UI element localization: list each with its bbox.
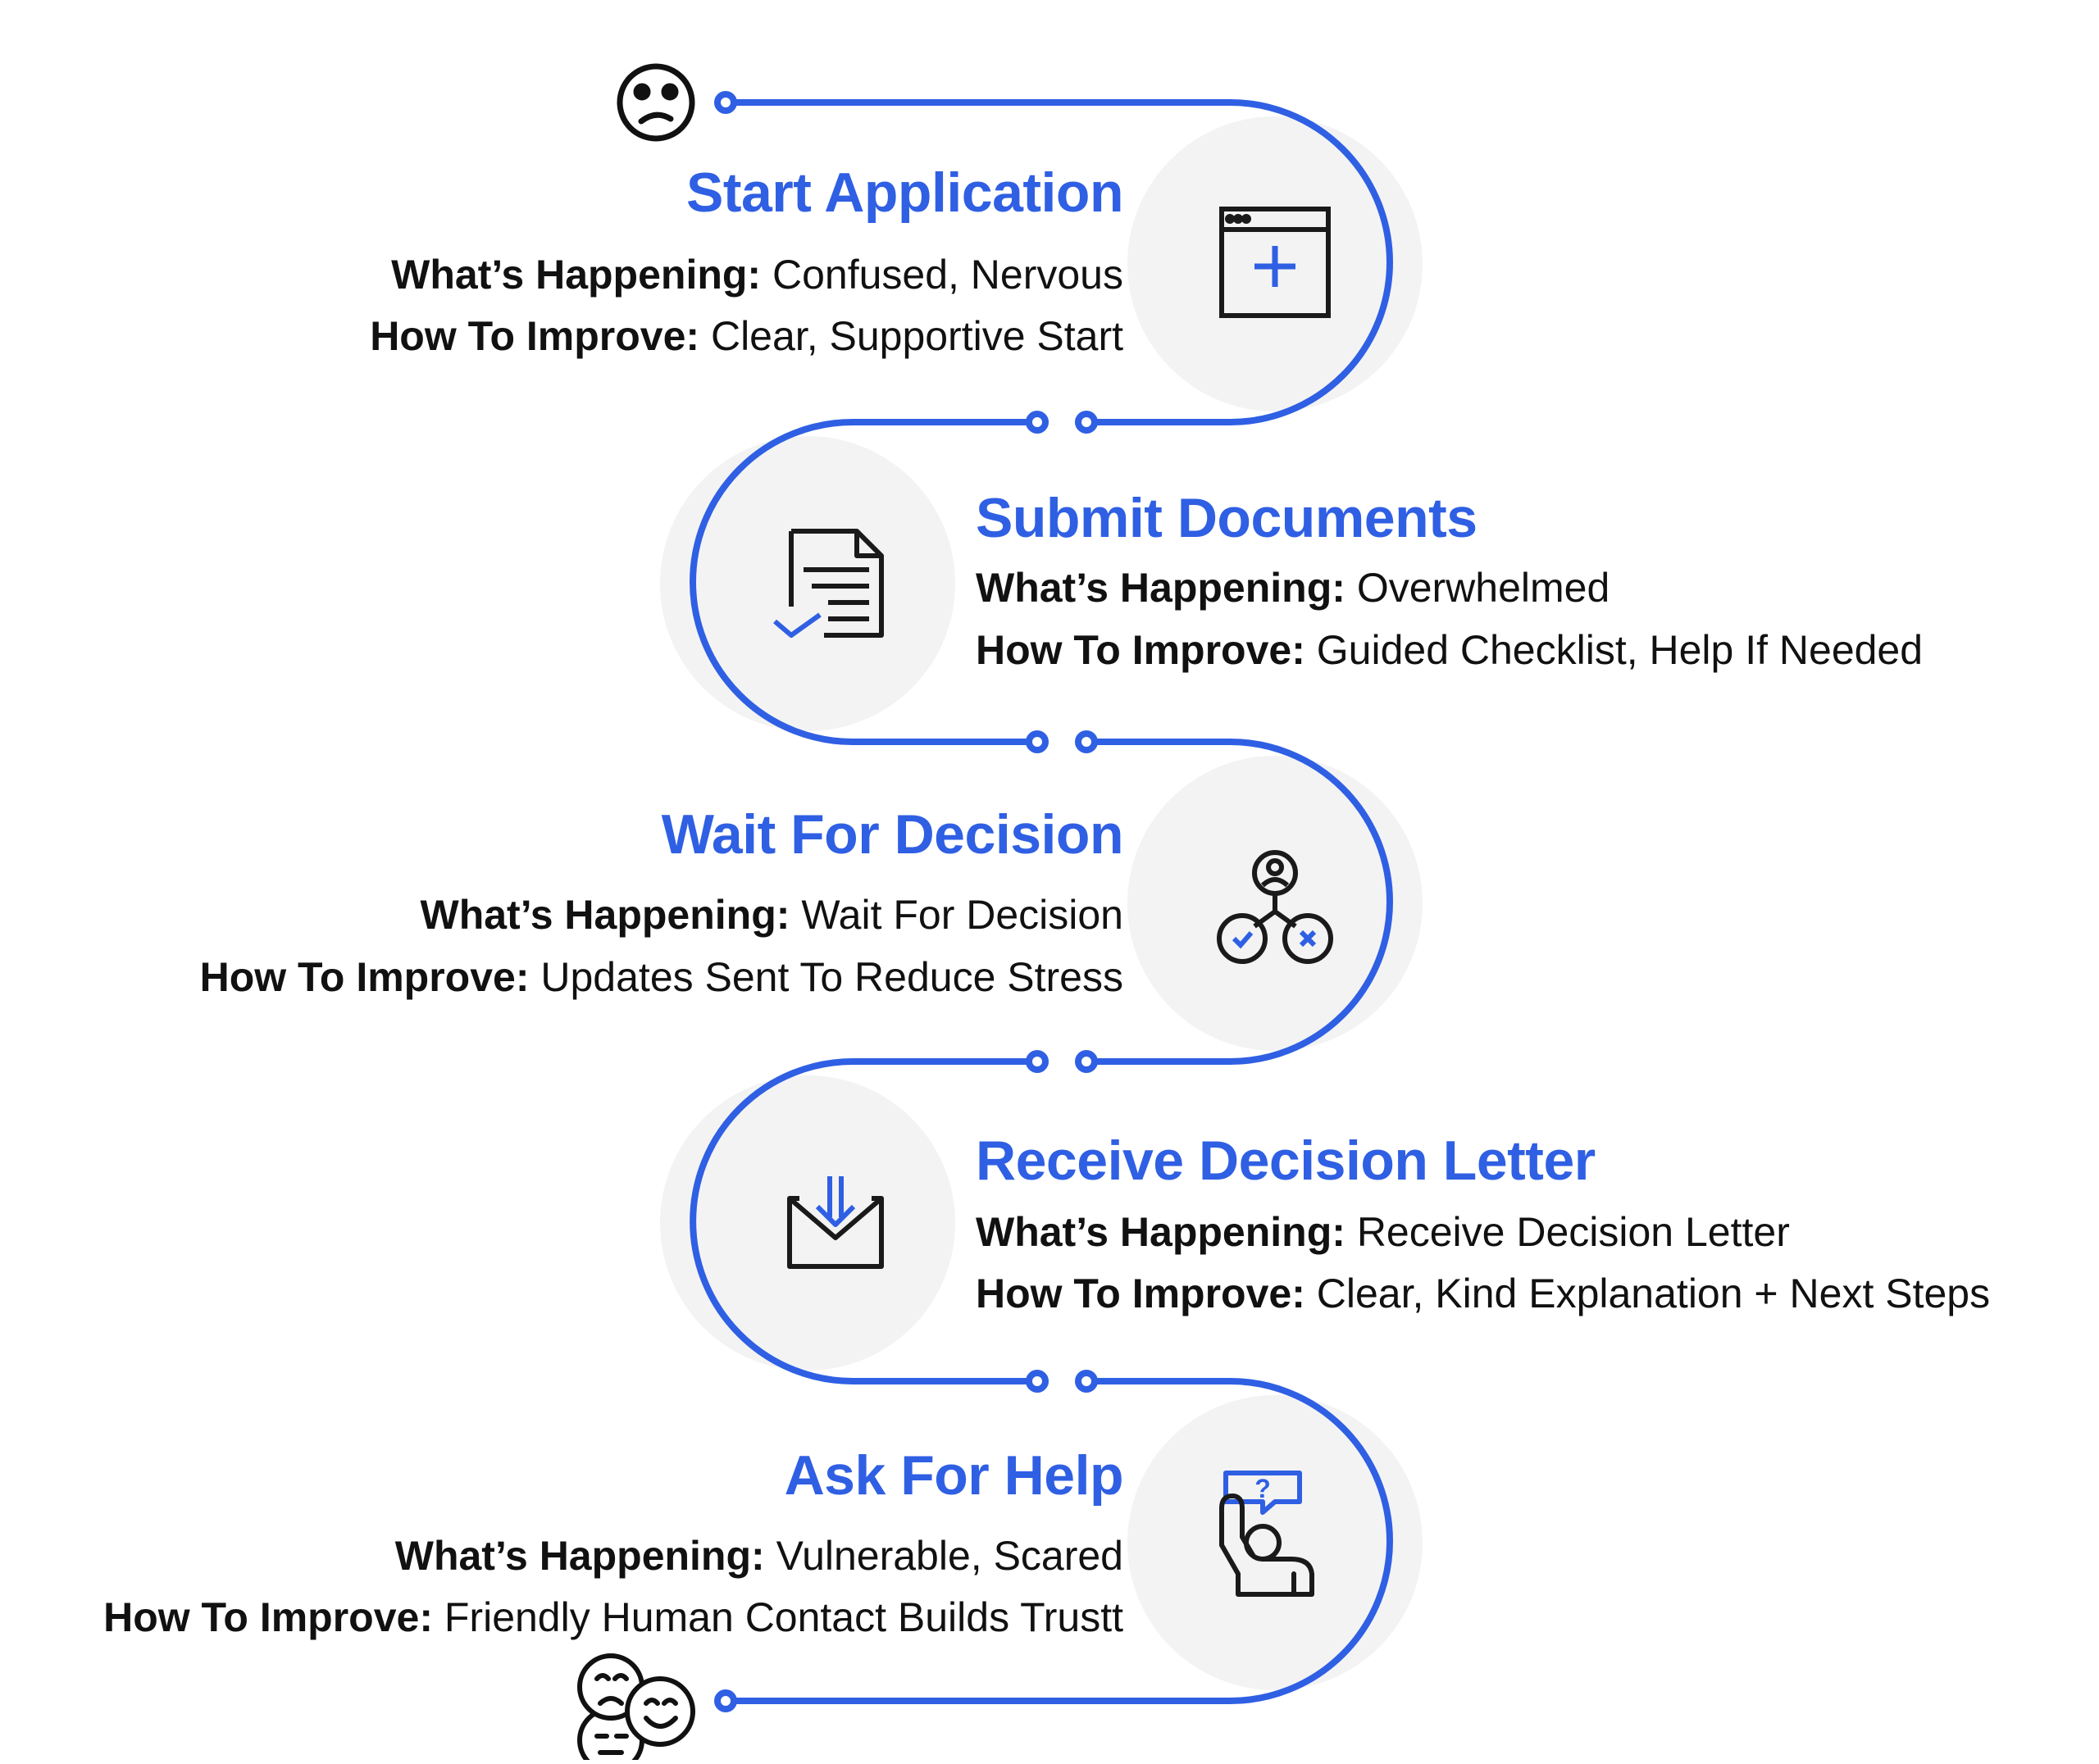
browser-window-plus-icon: [1219, 207, 1331, 318]
step-happening-1: What’s Happening: Confused, Nervous: [391, 254, 1123, 295]
mixed-emotions-faces-icon: [577, 1653, 695, 1764]
path-dot: [1075, 1370, 1098, 1393]
step-happening-3: What’s Happening: Wait For Decision: [421, 894, 1124, 935]
step-title-4: Receive Decision Letter: [976, 1130, 1596, 1192]
step-improve-1: How To Improve: Clear, Supportive Start: [370, 316, 1123, 357]
step-happening-4: What’s Happening: Receive Decision Lette…: [976, 1212, 1790, 1253]
step-happening-5: What’s Happening: Vulnerable, Scared: [395, 1535, 1123, 1576]
improve-value: Friendly Human Contact Builds Trustt: [444, 1594, 1123, 1640]
path-segment-5: [722, 1378, 1393, 1704]
step-improve-3: How To Improve: Updates Sent To Reduce S…: [200, 957, 1123, 998]
path-dot: [714, 1689, 737, 1712]
raised-hand-question-icon: ?: [1219, 1471, 1314, 1597]
path-dot: [1075, 730, 1098, 753]
step-happening-2: What’s Happening: Overwhelmed: [976, 567, 1610, 608]
happening-label: What’s Happening:: [976, 1209, 1345, 1255]
improve-label: How To Improve:: [976, 627, 1305, 673]
improve-label: How To Improve:: [370, 313, 700, 359]
happening-value: Confused, Nervous: [772, 252, 1123, 298]
step-improve-4: How To Improve: Clear, Kind Explanation …: [976, 1273, 1990, 1314]
step-title-2: Submit Documents: [976, 487, 1477, 549]
happening-label: What’s Happening:: [391, 252, 762, 298]
path-dot: [1026, 411, 1049, 434]
path-segment-1: [722, 99, 1393, 425]
improve-label: How To Improve:: [976, 1271, 1305, 1316]
path-dot: [1026, 730, 1049, 753]
path-dot: [714, 91, 737, 114]
path-dot: [1026, 1050, 1049, 1073]
step-title-1: Start Application: [685, 161, 1124, 224]
happening-value: Wait For Decision: [801, 892, 1123, 938]
happening-value: Receive Decision Letter: [1356, 1209, 1790, 1255]
step-title-3: Wait For Decision: [661, 803, 1124, 866]
path-segment-2: [690, 419, 1040, 745]
icon-backdrop-2: [660, 436, 955, 731]
improve-label: How To Improve:: [103, 1594, 433, 1640]
improve-value: Guided Checklist, Help If Needed: [1316, 627, 1924, 673]
improve-value: Clear, Kind Explanation + Next Steps: [1316, 1271, 1991, 1316]
svg-text:?: ?: [1254, 1474, 1271, 1503]
icon-backdrop-5: [1127, 1395, 1423, 1690]
happening-label: What’s Happening:: [976, 565, 1345, 611]
happening-value: Vulnerable, Scared: [776, 1533, 1123, 1579]
path-segment-3: [1083, 739, 1393, 1065]
path-dot: [1075, 1050, 1098, 1073]
envelope-download-icon: [787, 1176, 884, 1269]
step-title-5: Ask For Help: [784, 1444, 1124, 1507]
improve-value: Updates Sent To Reduce Stress: [540, 954, 1123, 1000]
path-dot: [1075, 411, 1098, 434]
path-segment-4: [690, 1058, 1040, 1384]
happening-label: What’s Happening:: [394, 1533, 765, 1579]
path-dot: [1026, 1370, 1049, 1393]
improve-label: How To Improve:: [199, 954, 530, 1000]
icon-backdrop-4: [660, 1075, 955, 1371]
step-improve-5: How To Improve: Friendly Human Contact B…: [103, 1597, 1123, 1638]
step-improve-2: How To Improve: Guided Checklist, Help I…: [976, 630, 1923, 671]
decision-tree-icon: [1217, 850, 1333, 964]
document-check-icon: [773, 529, 884, 638]
sad-face-icon: [617, 63, 695, 142]
happening-label: What’s Happening:: [420, 892, 790, 938]
improve-value: Clear, Supportive Start: [710, 313, 1123, 359]
happening-value: Overwhelmed: [1356, 565, 1610, 611]
